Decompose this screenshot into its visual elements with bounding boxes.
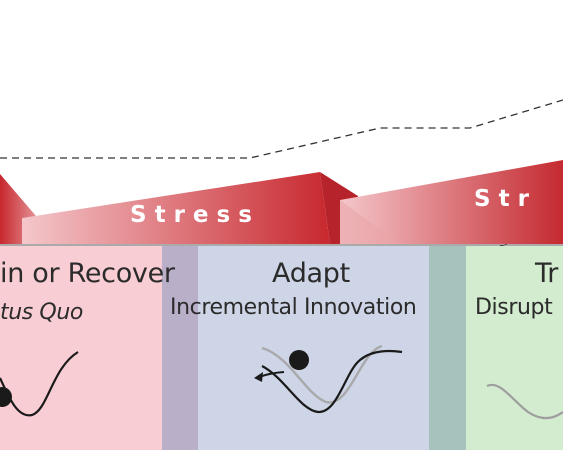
stress-ramp-2	[340, 160, 563, 244]
panel-subtitle-status-quo: tus Quo	[0, 300, 83, 325]
shallow-valley-icon	[486, 383, 563, 420]
separator-purple	[162, 246, 198, 450]
panel-title-adapt: Adapt	[272, 258, 350, 289]
stress-label-1: S t r e s s	[130, 202, 252, 228]
panel-title-maintain: in or Recover	[0, 258, 175, 289]
panel-transform	[466, 246, 563, 450]
panel-title-transform: Tr	[535, 258, 559, 289]
shallow-valley-ghost-icon	[261, 344, 383, 404]
stress-ramp-2-shade	[340, 200, 400, 244]
separator-teal	[429, 246, 466, 450]
ball-icon	[0, 387, 12, 407]
left-arrow-icon	[254, 371, 285, 382]
dashed-threshold-line	[0, 99, 563, 159]
stress-label-2: S t r	[474, 186, 529, 212]
panel-subtitle-disrupt: Disrupt	[475, 295, 553, 320]
stress-ramp-1	[22, 172, 330, 244]
adapt-ball-icon	[289, 350, 309, 370]
ball-on-slope-icon	[261, 349, 403, 414]
panel-subtitle-incremental: Incremental Innovation	[170, 295, 417, 320]
panel-adapt	[198, 246, 429, 450]
